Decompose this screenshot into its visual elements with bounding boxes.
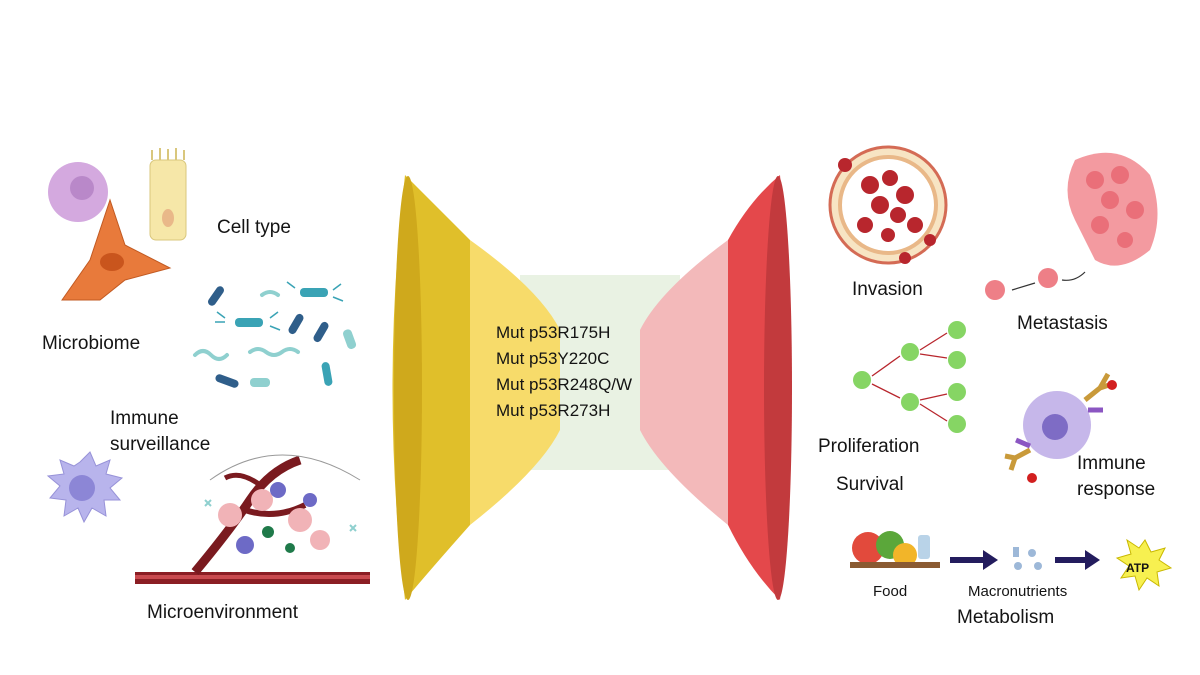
invasion-illustration — [828, 145, 948, 265]
mutation-item: Mut p53R273H — [496, 401, 611, 420]
label-metabolism: Metabolism — [957, 607, 1055, 628]
microenvironment-illustration — [135, 454, 370, 584]
label-immune-line2: surveillance — [110, 434, 211, 455]
label-food: Food — [873, 583, 908, 600]
atp-starburst-icon — [1115, 538, 1173, 592]
right-funnel-inner — [640, 240, 728, 525]
fibroblast-cell-icon — [61, 198, 172, 301]
metabolism-illustration — [850, 531, 1173, 592]
label-immune-response-line2: response — [1077, 479, 1156, 500]
label-macronutrients: Macronutrients — [968, 583, 1068, 600]
mutation-list: Mut p53R175H Mut p53Y220C Mut p53R248Q/W… — [496, 320, 696, 424]
label-invasion: Invasion — [852, 279, 923, 300]
cell-type-illustration — [48, 148, 187, 301]
label-microbiome: Microbiome — [42, 333, 141, 354]
metastasis-illustration — [985, 152, 1158, 300]
left-funnel-rim — [394, 176, 422, 600]
label-immune-response-line1: Immune — [1077, 453, 1146, 474]
label-proliferation: Proliferation — [818, 436, 920, 457]
label-microenvironment: Microenvironment — [147, 602, 298, 623]
proliferation-tree — [853, 321, 966, 433]
immune-response-illustration — [1004, 372, 1117, 483]
microbiome-illustration — [193, 281, 357, 388]
immune-cell-illustration — [46, 451, 124, 524]
label-survival: Survival — [836, 474, 904, 495]
mutation-item: Mut p53R248Q/W — [496, 375, 633, 394]
left-funnel-inner — [470, 240, 560, 525]
right-funnel-rim — [764, 176, 792, 600]
mutation-item: Mut p53R175H — [496, 323, 611, 342]
center-hourglass — [392, 175, 792, 600]
arrow-food-to-nutrients — [950, 550, 998, 570]
epithelial-cell-icon — [149, 159, 187, 241]
arrow-nutrients-to-atp — [1055, 550, 1100, 570]
mutation-item: Mut p53Y220C — [496, 349, 610, 368]
label-immune-line1: Immune — [110, 408, 179, 429]
label-metastasis: Metastasis — [1017, 313, 1108, 334]
label-atp: ATP — [1126, 561, 1150, 575]
label-cell-type: Cell type — [217, 217, 291, 238]
